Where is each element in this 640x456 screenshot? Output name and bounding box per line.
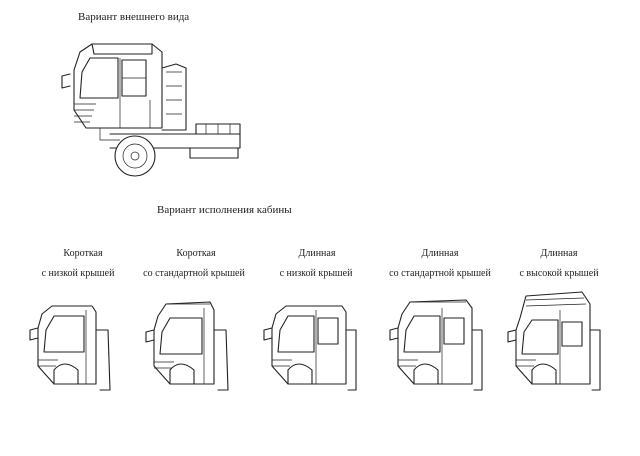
cabin-variant-1-roof: с низкой крышей [41, 268, 115, 279]
cabin-variant-2-length: Короткая [176, 248, 216, 259]
cabin-variant-2-roof: со стандартной крышей [143, 268, 245, 279]
truck-cab [61, 43, 163, 141]
cabin-variant-4-length: Длинная [421, 248, 459, 259]
cabin-variant-3-roof: с низкой крышей [279, 268, 353, 279]
cabin-variant-5-roof: с высокой крышей [519, 268, 599, 279]
cabin-variant-5-length: Длинная [540, 248, 578, 259]
truck-wheel [114, 135, 156, 177]
cabin-variant-1-length: Короткая [63, 248, 103, 259]
cabin-drawing-short-standard [145, 301, 229, 391]
cabin-variant-3-length: Длинная [298, 248, 336, 259]
cabin-drawing-long-standard [389, 299, 483, 391]
cabin-variant-4-roof: со стандартной крышей [389, 268, 491, 279]
cabin-variants-title: Вариант исполнения кабины [157, 204, 292, 216]
cabin-drawing-long-low [263, 305, 357, 391]
exterior-title: Вариант внешнего вида [78, 11, 190, 23]
truck-chassis [109, 63, 241, 159]
cabin-drawing-long-high [507, 291, 601, 391]
cabin-drawing-short-low [29, 305, 111, 391]
